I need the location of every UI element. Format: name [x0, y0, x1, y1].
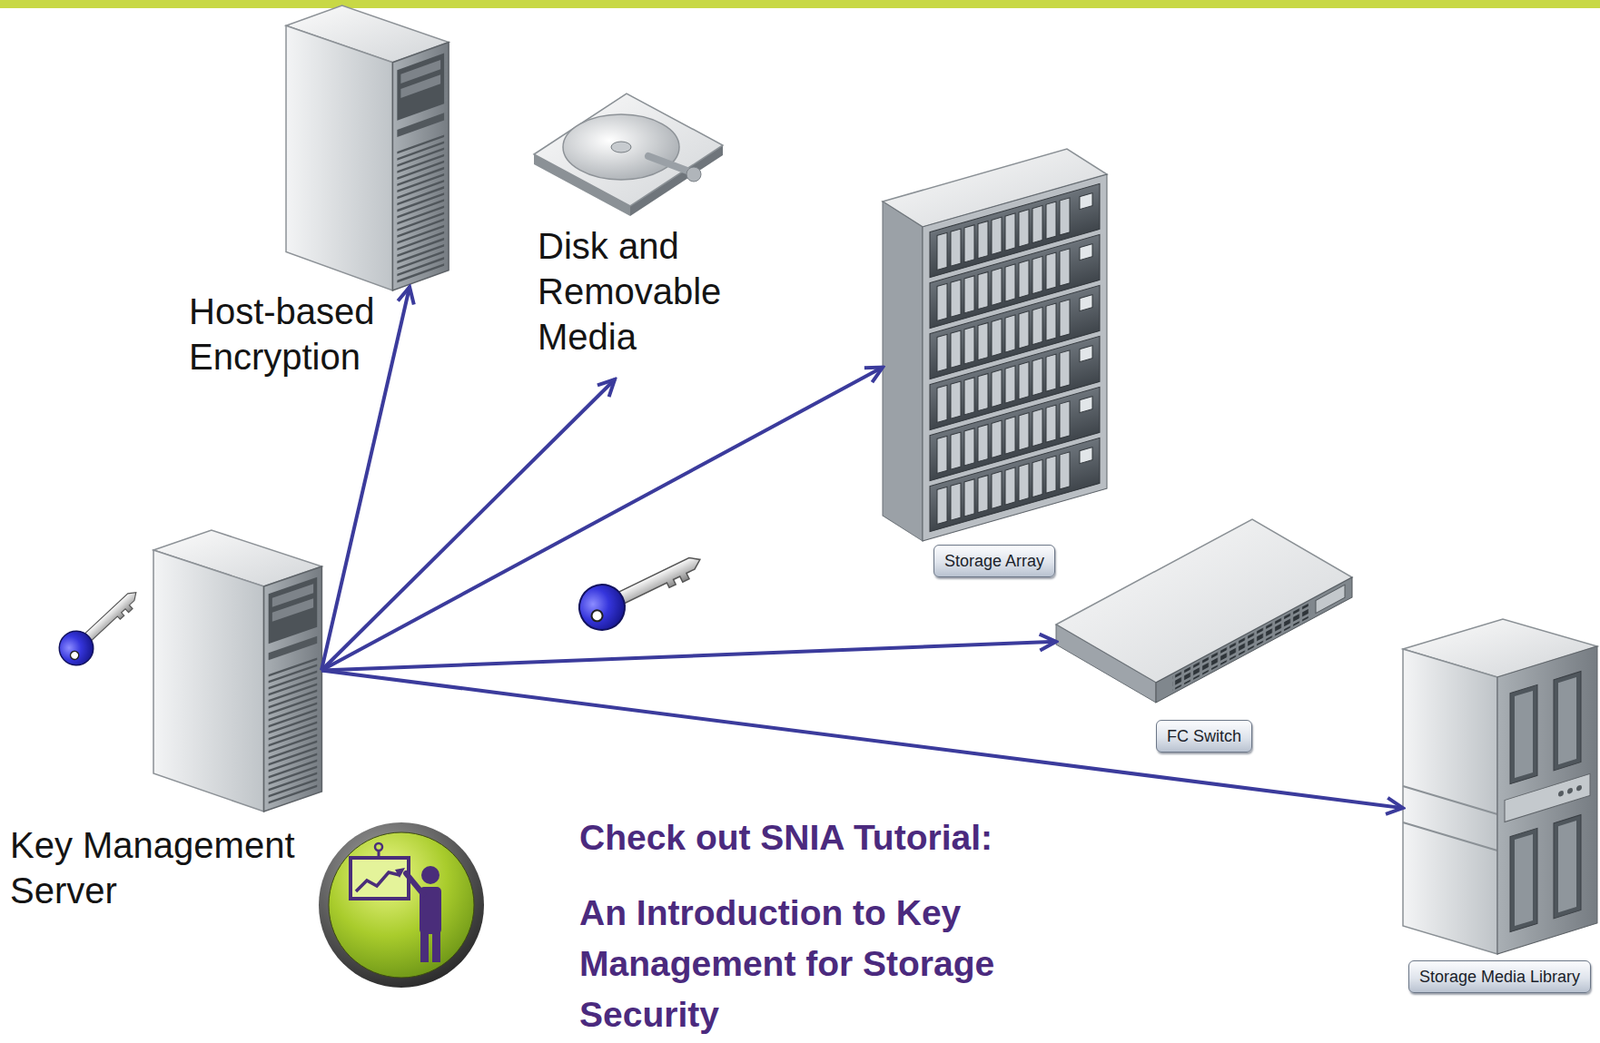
library-window-glass [1514, 834, 1533, 927]
key-symbol [572, 539, 711, 639]
library-button [1576, 784, 1582, 792]
key-server-illustration [153, 530, 322, 812]
arrow-connector [321, 367, 883, 672]
switch-ports [1172, 603, 1309, 692]
device-label: Host-based Encryption [188, 288, 407, 380]
array-front-panel [922, 174, 1107, 542]
device-tag: Storage Array [933, 544, 1056, 578]
array-side-panel [882, 201, 923, 542]
icon-ring [318, 822, 484, 988]
disk-platter [562, 114, 680, 180]
disk-arm-pivot [686, 167, 702, 182]
storage-array-illustration [882, 148, 1107, 542]
library-window [1510, 684, 1538, 784]
array-side [882, 201, 923, 542]
switch-front-panel [1155, 577, 1353, 703]
arrow-connector [321, 671, 1403, 810]
disk-illustration [533, 93, 723, 217]
icon-disc [328, 832, 475, 978]
fc-switch-illustration [1056, 519, 1353, 703]
key-server-node: Key Management Server [153, 530, 322, 811]
host-server-illustration [286, 5, 449, 291]
switch-panel [1315, 584, 1345, 613]
top-bar [0, 0, 1600, 9]
presenter-icon [318, 822, 484, 988]
switch-front [1155, 577, 1353, 703]
arrow-connector [321, 379, 615, 672]
library-front-panel [1497, 646, 1598, 955]
presenter-leg [420, 929, 429, 963]
disk-shelf [929, 437, 1100, 532]
tutorial-note: An Introduction to Key Management for St… [579, 888, 1052, 1041]
library-node: Storage Media Library [1402, 617, 1598, 956]
board-hook [375, 843, 383, 851]
library-front [1497, 646, 1598, 955]
library-window-glass [1558, 677, 1577, 765]
library-control-strip [1504, 773, 1591, 822]
library-button [1567, 787, 1573, 795]
presenter-arm [405, 873, 424, 895]
switch-side [1056, 624, 1156, 703]
disk-spindle [611, 141, 632, 153]
note-holder: Check out SNIA Tutorial: [579, 812, 1088, 864]
library-window-glass [1558, 820, 1577, 913]
switch-node: FC Switch [1056, 514, 1353, 704]
device-label: Key Management Server [9, 822, 328, 914]
presenter-leg [432, 929, 441, 963]
array-front [922, 174, 1107, 542]
library-window-glass [1514, 691, 1533, 779]
chart-line [355, 872, 400, 892]
storage-array-node: Storage Array [882, 148, 1107, 544]
library-button [1558, 790, 1564, 798]
media-node: Disk and Removable Media [530, 91, 739, 380]
presenter-head [421, 866, 440, 885]
library-window [1553, 671, 1581, 771]
library-seam [1402, 786, 1498, 851]
arrow-connector [321, 641, 1057, 672]
library-side [1402, 649, 1498, 955]
media-library-illustration [1402, 619, 1598, 955]
library-window [1553, 815, 1581, 919]
disk-arm [648, 156, 692, 173]
chart-board [350, 858, 409, 899]
note-holder: An Introduction to Key Management for St… [579, 888, 1052, 1041]
disk-top [533, 93, 723, 207]
server-node: Host-based Encryption [286, 5, 449, 287]
device-tag: FC Switch [1155, 720, 1253, 753]
device-tag: Storage Media Library [1408, 960, 1591, 994]
library-window [1510, 828, 1538, 932]
tutorial-note: Check out SNIA Tutorial: [579, 812, 1088, 864]
device-label: Disk and Removable Media [537, 223, 733, 360]
key-symbol [51, 580, 148, 673]
